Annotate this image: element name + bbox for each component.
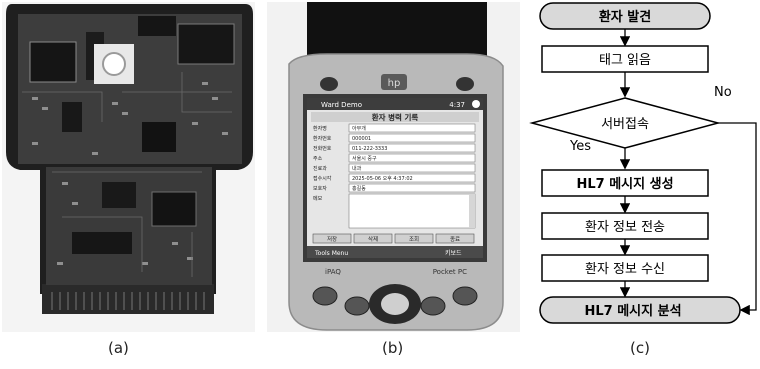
field-value: 아무개 xyxy=(352,125,366,132)
field-input[interactable] xyxy=(349,184,475,192)
hardware-button[interactable] xyxy=(453,287,477,305)
send-info-label: 환자 정보 전송 xyxy=(585,220,665,235)
exit-button-label: 종료 xyxy=(450,236,460,243)
field-label: 진료과 xyxy=(313,165,327,172)
ok-icon[interactable] xyxy=(472,100,480,108)
pda-device: hp Ward Demo 4:37 환자 병력 기록 환자명 아무개 환자번호 … xyxy=(267,2,520,332)
field-value: 2025-05-06 오후 4:37:02 xyxy=(352,176,413,182)
receive-info-label: 환자 정보 수신 xyxy=(585,262,665,277)
field-value: 서울시 중구 xyxy=(352,155,377,162)
hardware-button[interactable] xyxy=(313,287,337,305)
caption-b: (b) xyxy=(382,339,403,357)
pocket-pc-label: Pocket PC xyxy=(433,268,467,276)
no-label: No xyxy=(714,85,732,100)
search-button-label: 조회 xyxy=(409,235,419,243)
end-label: HL7 메시지 분석 xyxy=(584,304,681,319)
flowchart-svg: 환자 발견 태그 읽음 서버접속 No Yes HL7 메시지 생성 환자 정보… xyxy=(528,0,760,365)
field-input[interactable] xyxy=(349,124,475,132)
yes-label: Yes xyxy=(569,139,591,154)
circuit-board-illustration xyxy=(2,2,255,332)
field-value: 011-222-3333 xyxy=(352,146,387,152)
field-label: 환자번호 xyxy=(313,135,332,142)
pda-photo: hp Ward Demo 4:37 환자 병력 기록 환자명 아무개 환자번호 … xyxy=(267,2,520,332)
field-value: 홍길동 xyxy=(352,185,366,192)
field-label: 전화번호 xyxy=(313,145,332,152)
field-label: 메모 xyxy=(313,195,323,202)
caption-c: (c) xyxy=(630,339,650,357)
pda-app-title: Ward Demo xyxy=(321,101,362,109)
pda-form-title: 환자 병력 기록 xyxy=(372,112,419,122)
field-input[interactable] xyxy=(349,164,475,172)
no-branch-connector xyxy=(718,123,756,310)
pda-status-time: 4:37 xyxy=(449,101,465,109)
field-label: 접수시각 xyxy=(313,175,332,182)
delete-button-label: 삭제 xyxy=(368,235,378,243)
caption-a: (a) xyxy=(108,339,129,357)
pda-brand: hp xyxy=(388,78,401,89)
field-label: 보호자 xyxy=(313,185,327,192)
create-hl7-label: HL7 메시지 생성 xyxy=(576,177,673,192)
field-label: 환자명 xyxy=(313,125,327,132)
memo-scrollbar[interactable] xyxy=(469,194,475,228)
menu-keyboard[interactable]: 키보드 xyxy=(445,249,462,257)
start-label: 환자 발견 xyxy=(599,9,651,25)
hardware-button[interactable] xyxy=(345,297,369,315)
field-label: 주소 xyxy=(313,156,323,162)
rfid-reader-photo xyxy=(2,2,255,332)
flowchart: 환자 발견 태그 읽음 서버접속 No Yes HL7 메시지 생성 환자 정보… xyxy=(528,0,760,365)
field-value: 내과 xyxy=(352,165,362,172)
decision-label: 서버접속 xyxy=(601,117,649,132)
ipaq-label: iPAQ xyxy=(325,268,341,276)
field-value: 000001 xyxy=(352,136,371,142)
save-button-label: 저장 xyxy=(327,235,337,243)
menu-tools[interactable]: Tools Menu xyxy=(314,250,348,257)
read-tag-label: 태그 읽음 xyxy=(599,53,651,68)
hardware-button[interactable] xyxy=(421,297,445,315)
memo-textarea[interactable] xyxy=(349,194,475,228)
